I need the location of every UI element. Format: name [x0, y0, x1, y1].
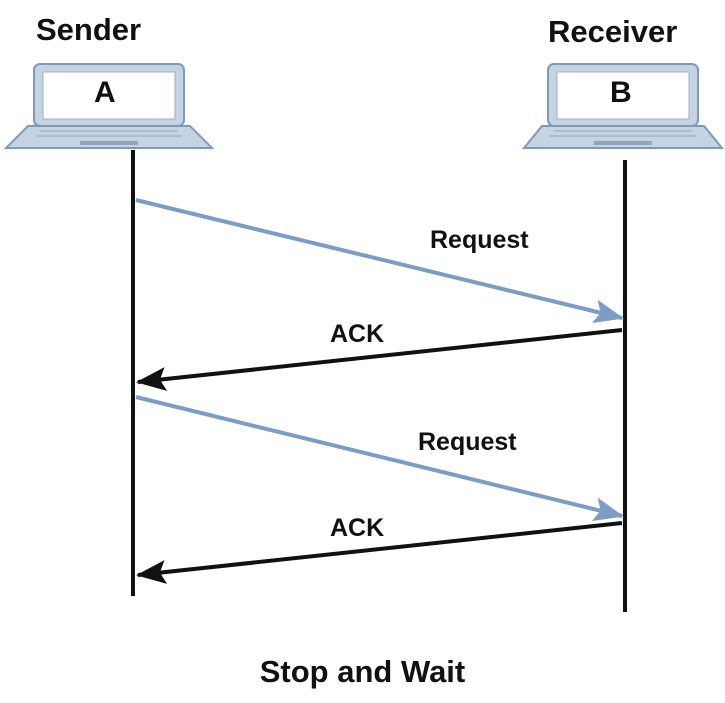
- ack-arrow-1: [136, 328, 623, 391]
- request-arrow-2: [135, 395, 624, 521]
- sender-laptop-icon: [3, 63, 215, 149]
- request-arrow-1: [135, 198, 624, 324]
- ack-label-2: ACK: [330, 514, 385, 542]
- receiver-node-label: B: [610, 76, 632, 109]
- receiver-role-label: Receiver: [548, 14, 678, 49]
- diagram-caption: Stop and Wait: [259, 654, 466, 689]
- sender-node-label: A: [94, 76, 116, 109]
- sender-role-label: Sender: [36, 12, 142, 47]
- request-label-1: Request: [430, 226, 529, 254]
- receiver-laptop-icon: [521, 63, 725, 149]
- ack-label-1: ACK: [330, 320, 385, 348]
- request-label-2: Request: [418, 428, 517, 456]
- ack-arrow-2: [136, 521, 623, 584]
